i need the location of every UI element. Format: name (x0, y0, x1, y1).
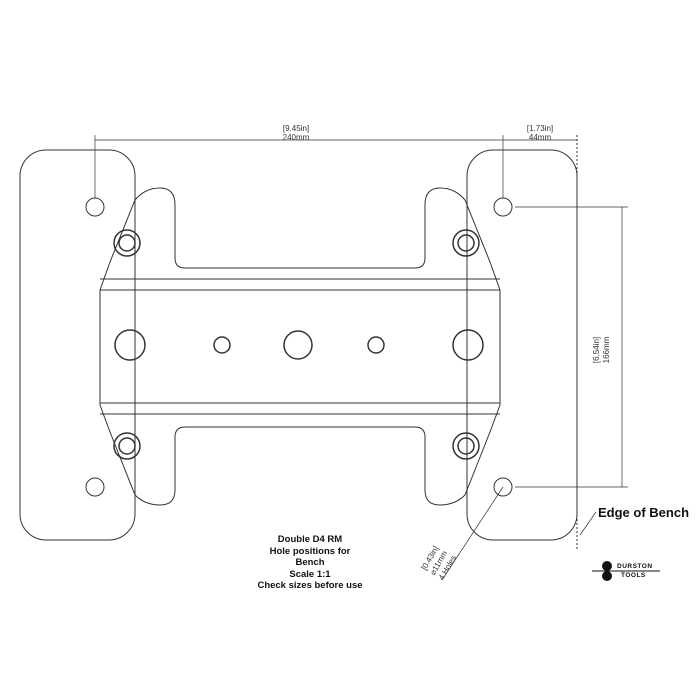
mounting-holes (85, 197, 513, 497)
dimension-lines (94, 135, 628, 581)
title-line: Bench (295, 557, 325, 568)
title-line: Hole positions for (269, 545, 351, 557)
edge-offset-mm: 44mm (528, 133, 552, 142)
logo-text: DURSTON TOOLS (617, 562, 653, 580)
logo-line2: TOOLS (621, 572, 646, 579)
hole-spacing-in: [9.45in] (282, 124, 310, 133)
edge-offset-in: [1.73in] (526, 124, 554, 133)
title-line: Scale 1:1 (289, 568, 331, 580)
title-line: Check sizes before use (257, 580, 363, 591)
drawing-title: Double D4 RM Hole positions for Bench Sc… (230, 534, 390, 592)
center-plate (99, 187, 501, 506)
edge-of-bench-label: Edge of Bench (598, 505, 690, 520)
hole-spacing-mm: 240mm (282, 133, 310, 142)
left-pad (19, 149, 136, 541)
title-line: Double D4 RM (277, 534, 343, 545)
logo-line1: DURSTON (617, 563, 653, 570)
ear-holes (113, 229, 480, 460)
vertical-dimension: [6.54in]166mm (592, 320, 612, 380)
durston-logo (592, 561, 660, 581)
center-holes (114, 329, 484, 361)
vertical-mm: 166mm (602, 336, 611, 364)
vertical-in: [6.54in] (592, 336, 601, 364)
